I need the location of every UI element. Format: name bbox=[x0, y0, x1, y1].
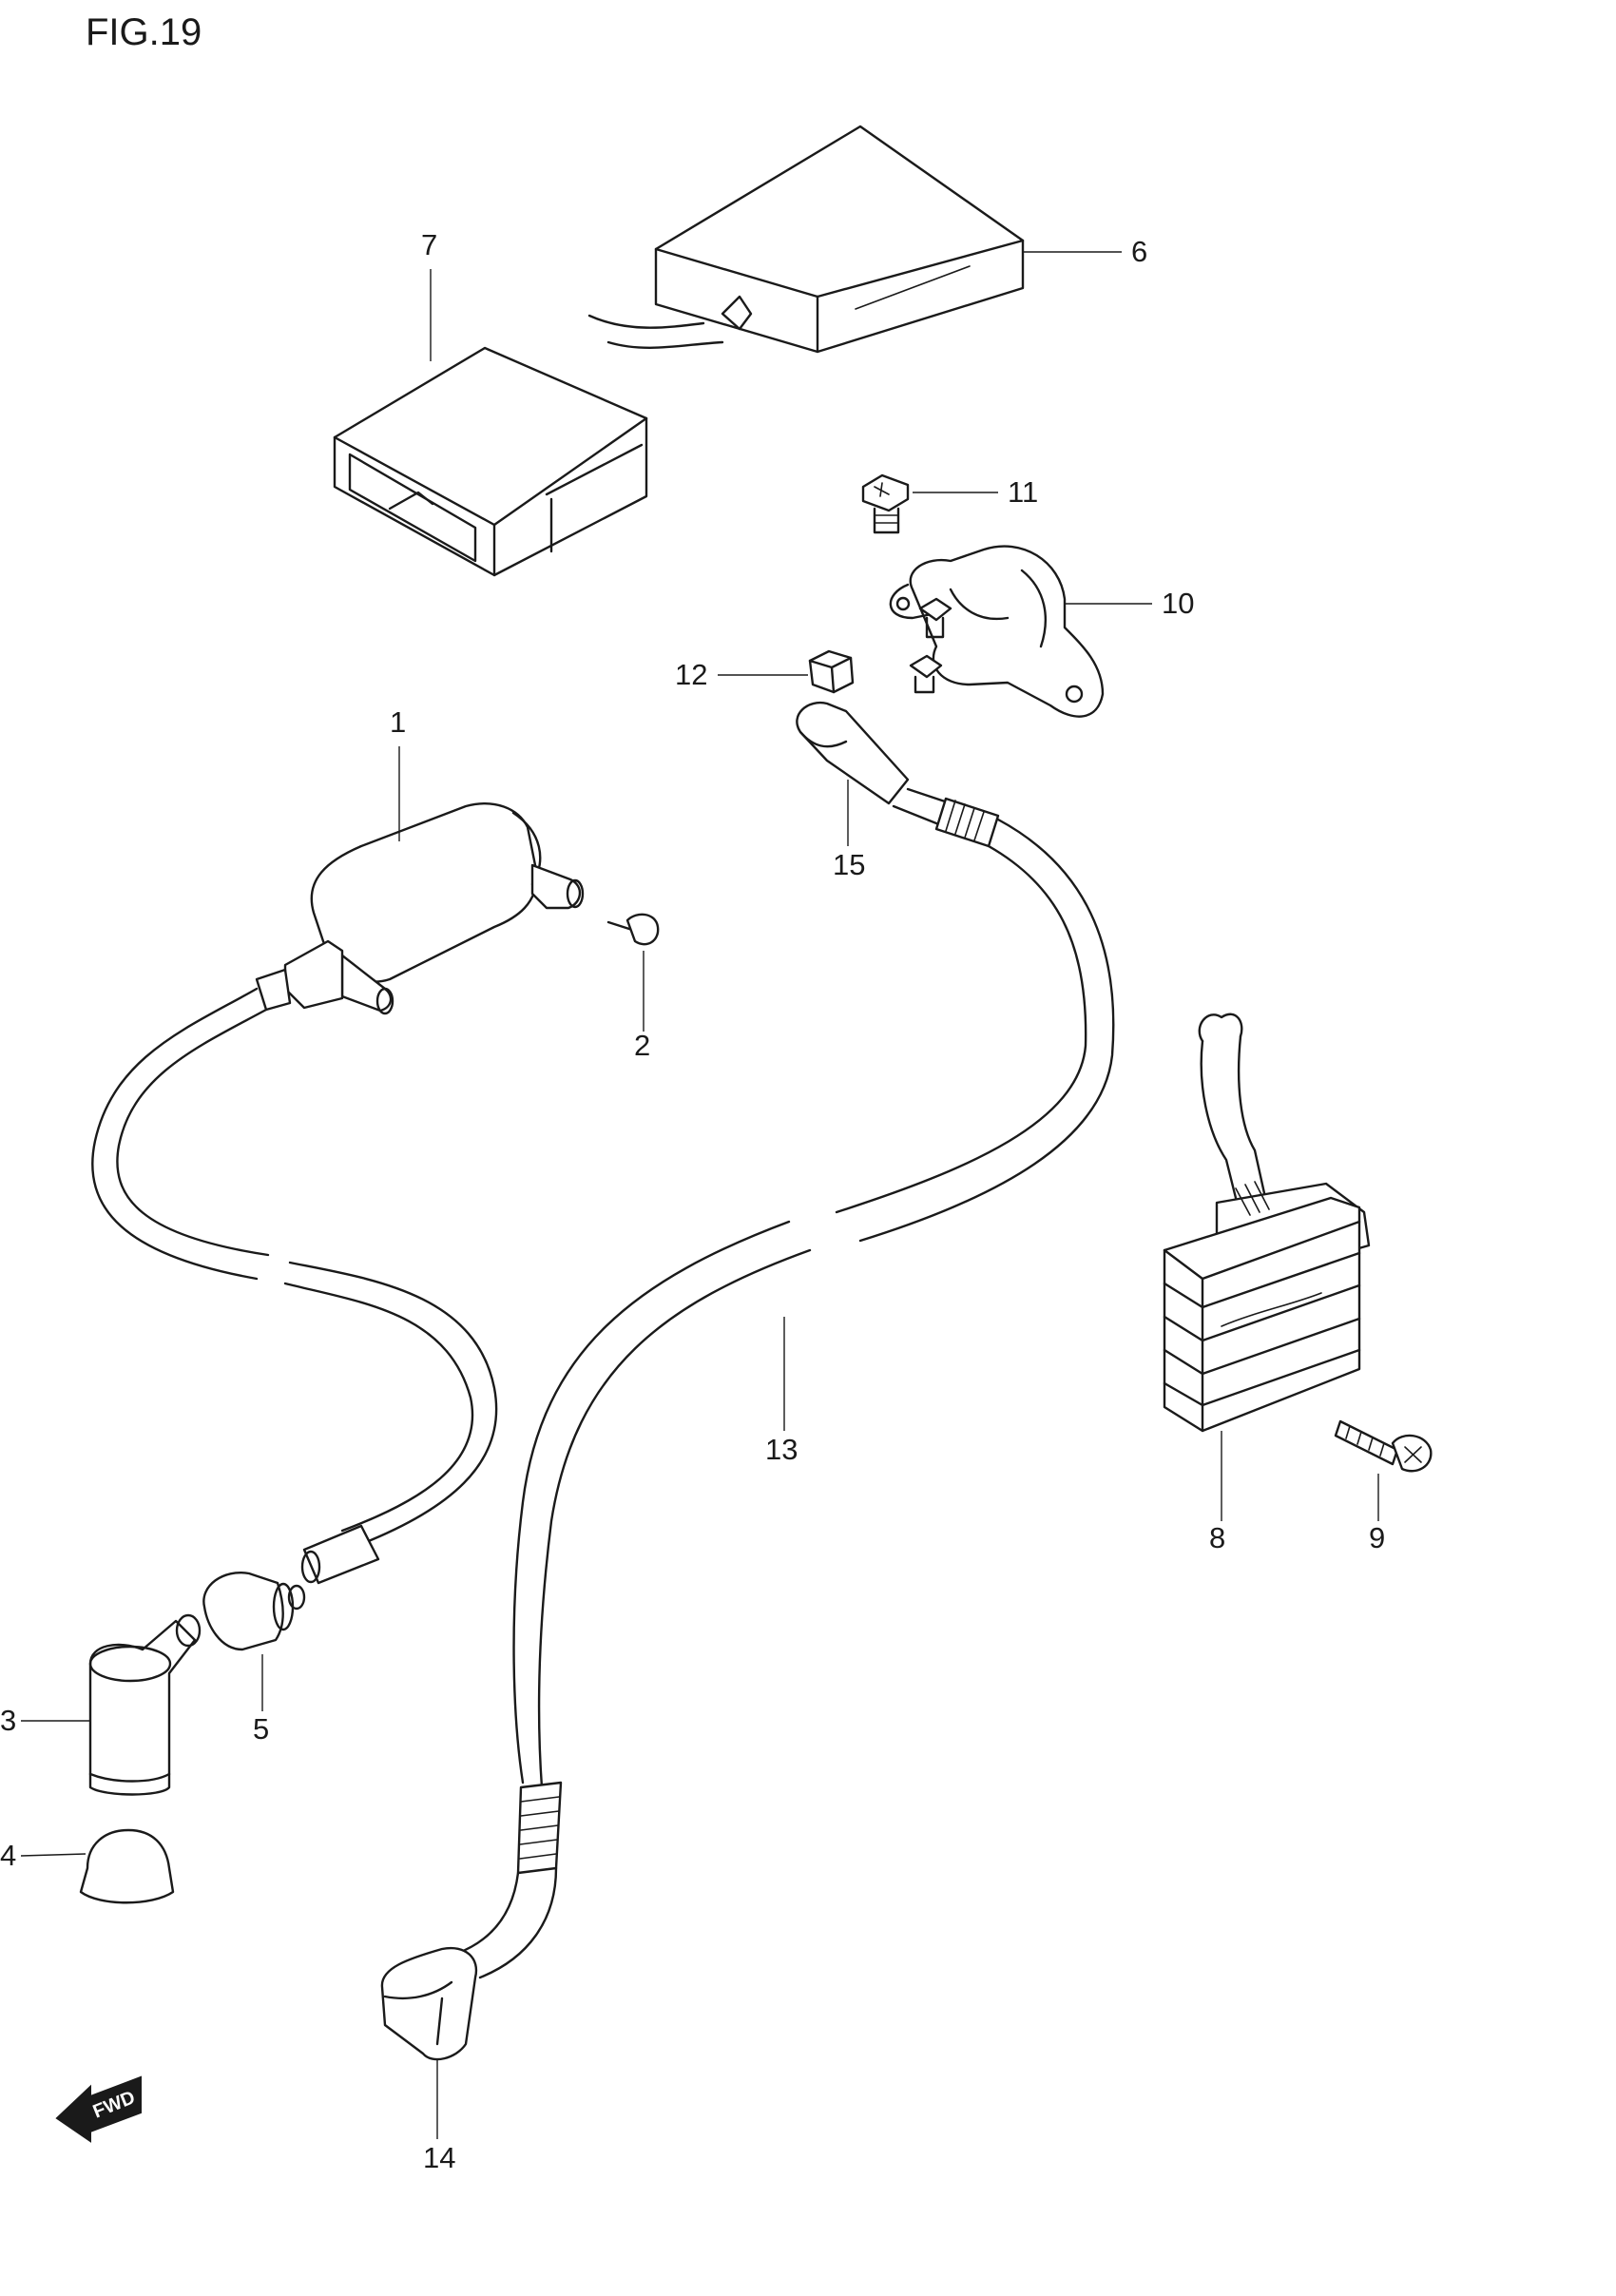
callout-14: 14 bbox=[423, 2141, 455, 2174]
callout-11: 11 bbox=[1008, 475, 1038, 509]
part-15-terminal-boot bbox=[796, 701, 910, 805]
callout-10: 10 bbox=[1162, 587, 1194, 620]
part-11-bolt bbox=[861, 473, 910, 534]
fwd-arrow-icon: FWD bbox=[55, 2075, 142, 2143]
part-6-module-box bbox=[587, 125, 1025, 354]
callout-2: 2 bbox=[634, 1029, 650, 1062]
callout-5: 5 bbox=[253, 1712, 269, 1746]
part-13-battery-cable bbox=[454, 787, 1115, 1979]
part-8-regulator bbox=[1163, 1013, 1371, 1433]
callout-13: 13 bbox=[765, 1433, 798, 1466]
part-1-ignition-coil bbox=[255, 802, 585, 1015]
part-9-screw bbox=[1334, 1419, 1433, 1473]
part-14-terminal-end bbox=[380, 1946, 478, 2061]
callout-12: 12 bbox=[675, 658, 707, 691]
callout-9: 9 bbox=[1369, 1521, 1385, 1554]
callout-6: 6 bbox=[1131, 235, 1147, 268]
callout-4: 4 bbox=[0, 1839, 16, 1872]
part-2-screw bbox=[606, 913, 660, 946]
part-3-plug-cap bbox=[88, 1613, 202, 1796]
callout-7: 7 bbox=[421, 228, 437, 261]
part-10-starter-relay bbox=[889, 545, 1105, 718]
figure-title: FIG.19 bbox=[86, 11, 202, 53]
callout-3: 3 bbox=[0, 1704, 16, 1737]
part-4-cap bbox=[79, 1828, 175, 1904]
part-7-ecu-box bbox=[333, 346, 648, 577]
part-5-seal bbox=[202, 1571, 306, 1651]
callout-15: 15 bbox=[833, 848, 865, 881]
part-12-nut bbox=[808, 649, 855, 694]
callout-1: 1 bbox=[390, 705, 406, 739]
leader-4 bbox=[20, 1853, 87, 1857]
part-1-ht-lead bbox=[91, 987, 498, 1585]
callout-8: 8 bbox=[1209, 1521, 1225, 1554]
